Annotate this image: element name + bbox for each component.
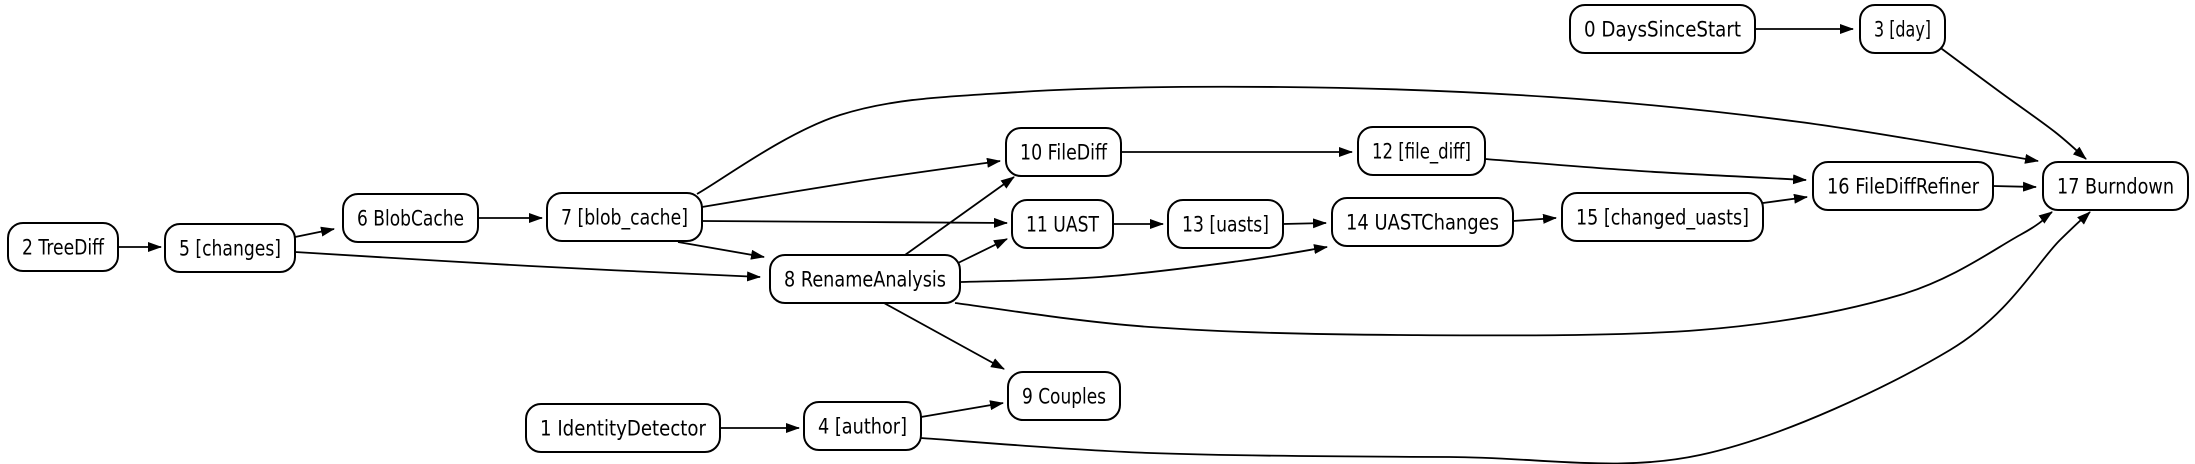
node-12-file-diff-box: [1357, 126, 1486, 176]
node-13-uasts: 13 [uasts]: [1167, 199, 1284, 249]
node-0-dayssincestart: 0 DaysSinceStart: [1569, 4, 1756, 54]
node-1-identitydetector-label: 1 IdentityDetector: [540, 417, 706, 441]
edge-8-17: [954, 211, 2053, 337]
node-7-blob-cache-box: [546, 192, 703, 242]
node-6-blobcache-label: 6 BlobCache: [357, 207, 464, 231]
edge-7-10: [701, 157, 1001, 208]
edge-12-16: [1484, 158, 1807, 185]
node-15-changed-uasts-label: 15 [changed_uasts]: [1576, 206, 1749, 231]
node-14-uastchanges-box: [1331, 197, 1514, 247]
edge-4-9: [920, 400, 1004, 418]
node-15-changed-uasts-box: [1561, 192, 1764, 242]
edge-8-9: [883, 302, 1005, 370]
node-3-day-label: 3 [day]: [1874, 18, 1931, 42]
node-11-uast-label: 11 UAST: [1026, 213, 1099, 237]
edge-7-8: [677, 241, 765, 260]
node-layer: 0 DaysSinceStart 3 [day] 2 TreeDiff 5 [chan…: [7, 4, 2189, 453]
node-10-filediff-label: 10 FileDiff: [1020, 141, 1107, 165]
node-12-file-diff-label: 12 [file_diff]: [1372, 140, 1471, 165]
node-14-uastchanges-label: 14 UASTChanges: [1346, 211, 1499, 235]
node-8-renameanalysis-label: 8 RenameAnalysis: [784, 268, 946, 292]
edge-layer: [118, 24, 2091, 464]
node-10-filediff-box: [1005, 127, 1122, 177]
node-7-blob-cache: 7 [blob_cache]: [546, 192, 703, 242]
node-7-blob-cache-label: 7 [blob_cache]: [561, 206, 688, 231]
node-4-author-box: [803, 401, 922, 451]
node-2-treediff-label: 2 TreeDiff: [22, 236, 104, 260]
node-15-changed-uasts: 15 [changed_uasts]: [1561, 192, 1764, 242]
node-8-renameanalysis-box: [769, 254, 961, 304]
node-5-changes-box: [164, 223, 296, 273]
node-9-couples-box: [1007, 371, 1121, 421]
node-0-dayssincestart-label: 0 DaysSinceStart: [1584, 18, 1741, 42]
node-17-burndown-box: [2042, 161, 2189, 211]
node-0-dayssincestart-box: [1569, 4, 1756, 54]
node-2-treediff-box: [7, 222, 119, 272]
node-4-author: 4 [author]: [803, 401, 922, 451]
node-9-couples: 9 Couples: [1007, 371, 1121, 421]
node-6-blobcache: 6 BlobCache: [342, 193, 479, 243]
node-1-identitydetector-box: [525, 403, 721, 453]
edge-8-11: [957, 238, 1008, 264]
edge-5-6: [294, 226, 335, 238]
edge-16-17: [1992, 181, 2037, 192]
node-5-changes-label: 5 [changes]: [179, 237, 281, 261]
edge-8-10: [904, 176, 1015, 256]
node-10-filediff: 10 FileDiff: [1005, 127, 1122, 177]
node-13-uasts-label: 13 [uasts]: [1182, 213, 1269, 237]
edge-14-15: [1512, 213, 1557, 224]
edge-7-11: [701, 217, 1008, 228]
edge-4-17: [920, 211, 2091, 464]
node-14-uastchanges: 14 UASTChanges: [1331, 197, 1514, 247]
node-9-couples-label: 9 Couples: [1022, 385, 1106, 409]
node-8-renameanalysis: 8 RenameAnalysis: [769, 254, 961, 304]
node-1-identitydetector: 1 IdentityDetector: [525, 403, 721, 453]
node-16-filediffrefiner-label: 16 FileDiffRefiner: [1827, 175, 1979, 199]
node-6-blobcache-box: [342, 193, 479, 243]
node-3-day-box: [1859, 4, 1946, 54]
node-11-uast: 11 UAST: [1011, 199, 1114, 249]
edge-3-17: [1937, 45, 2087, 160]
edge-7-17: [696, 85, 2039, 195]
node-2-treediff: 2 TreeDiff: [7, 222, 119, 272]
node-3-day: 3 [day]: [1859, 4, 1946, 54]
node-17-burndown-label: 17 Burndown: [2057, 175, 2174, 199]
edge-15-16: [1762, 193, 1808, 204]
node-4-author-label: 4 [author]: [818, 415, 907, 439]
node-16-filediffrefiner: 16 FileDiffRefiner: [1812, 161, 1994, 211]
node-16-filediffrefiner-box: [1812, 161, 1994, 211]
node-12-file-diff: 12 [file_diff]: [1357, 126, 1486, 176]
node-5-changes: 5 [changes]: [164, 223, 296, 273]
node-11-uast-box: [1011, 199, 1114, 249]
node-17-burndown: 17 Burndown: [2042, 161, 2189, 211]
edge-8-14: [959, 244, 1328, 283]
edge-13-14: [1282, 218, 1327, 229]
node-13-uasts-box: [1167, 199, 1284, 249]
edge-5-8: [294, 251, 761, 282]
